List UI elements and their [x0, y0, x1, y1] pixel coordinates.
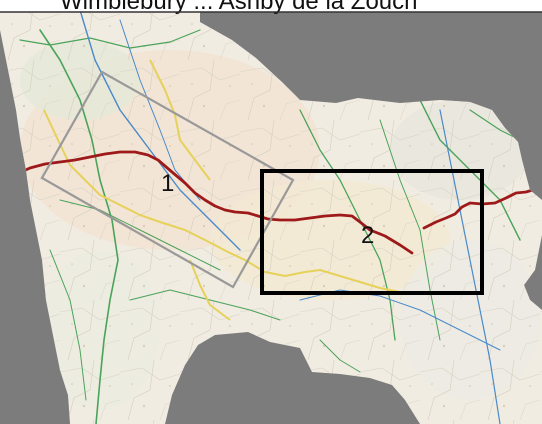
- route-line: [0, 150, 414, 255]
- frame-label-2: 2: [361, 222, 374, 249]
- map-frame-2[interactable]: [260, 169, 484, 295]
- frame-label-1: 1: [161, 170, 174, 197]
- boundary-lines: [43, 59, 421, 321]
- top-strip: [0, 0, 542, 12]
- map-frame-1[interactable]: [40, 70, 295, 289]
